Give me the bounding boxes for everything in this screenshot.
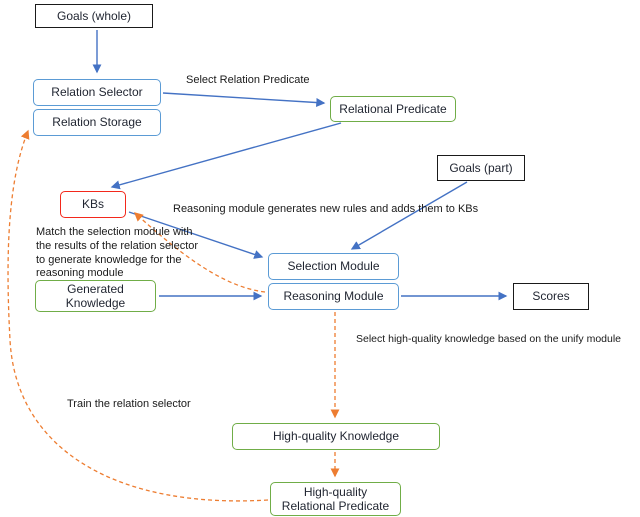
node-relation-selector-label: Relation Selector bbox=[51, 85, 143, 100]
node-relational-predicate-label: Relational Predicate bbox=[339, 101, 447, 116]
node-high-quality-knowledge-label: High-quality Knowledge bbox=[272, 429, 400, 444]
node-selection-module: Selection Module bbox=[268, 253, 399, 280]
node-high-quality-relational-predicate-label: High-quality Relational Predicate bbox=[281, 484, 390, 513]
node-scores-label: Scores bbox=[532, 289, 570, 304]
arrow-kbs-to-selection-module bbox=[128, 211, 264, 259]
node-goals-whole: Goals (whole) bbox=[35, 4, 153, 28]
node-generated-knowledge-label: Generated Knowledge bbox=[65, 281, 126, 310]
arrow-goals-part-to-selection-module bbox=[350, 181, 468, 250]
arrow-high-quality-relational-predicate-to-relation-storage-dashed bbox=[7, 129, 269, 502]
node-relational-predicate: Relational Predicate bbox=[330, 96, 456, 122]
arrow-relation-selector-to-relational-predicate bbox=[162, 92, 326, 108]
annotation-reasoning-adds-kbs: Reasoning module generates new rules and… bbox=[173, 203, 479, 215]
annotation-match-selection: Match the selection module with the resu… bbox=[36, 226, 199, 280]
node-reasoning-module: Reasoning Module bbox=[268, 283, 399, 310]
node-goals-part-label: Goals (part) bbox=[449, 160, 513, 175]
node-relation-storage: Relation Storage bbox=[33, 109, 161, 136]
annotation-train-relation-selector: Train the relation selector bbox=[67, 398, 191, 410]
node-relation-selector: Relation Selector bbox=[33, 79, 161, 106]
node-relation-storage-label: Relation Storage bbox=[52, 115, 142, 130]
node-kbs-label: KBs bbox=[81, 197, 104, 212]
node-generated-knowledge: Generated Knowledge bbox=[35, 280, 156, 312]
node-goals-part: Goals (part) bbox=[437, 155, 525, 181]
node-reasoning-module-label: Reasoning Module bbox=[283, 289, 384, 304]
arrow-relational-predicate-to-kbs bbox=[110, 122, 342, 190]
annotation-select-high-quality: Select high-quality knowledge based on t… bbox=[356, 333, 622, 345]
node-selection-module-label: Selection Module bbox=[287, 259, 380, 274]
annotation-select-relation-predicate: Select Relation Predicate bbox=[186, 74, 310, 86]
node-high-quality-relational-predicate: High-quality Relational Predicate bbox=[270, 482, 401, 516]
node-kbs: KBs bbox=[60, 191, 126, 218]
node-goals-whole-label: Goals (whole) bbox=[56, 8, 132, 23]
arrow-reasoning-module-to-kbs-dashed bbox=[133, 212, 266, 293]
node-scores: Scores bbox=[513, 283, 589, 310]
node-high-quality-knowledge: High-quality Knowledge bbox=[232, 423, 440, 450]
